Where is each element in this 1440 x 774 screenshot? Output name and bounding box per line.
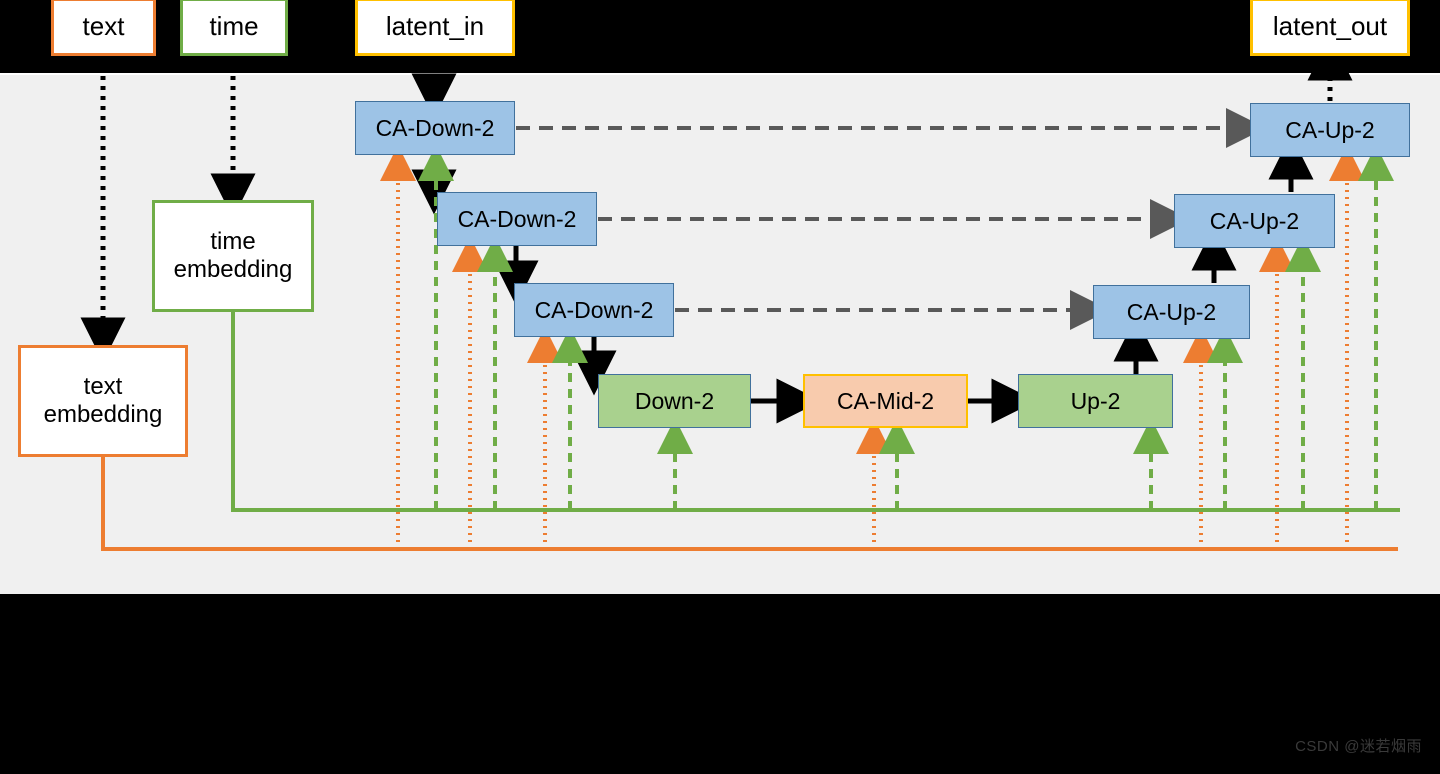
block-down-2[interactable]: Down-2 (598, 374, 751, 428)
node-time-embedding[interactable]: time embedding (152, 200, 314, 312)
io-node-time[interactable]: time (180, 0, 288, 56)
io-node-text-label: text (82, 11, 125, 42)
node-text-embedding[interactable]: text embedding (18, 345, 188, 457)
block-ca-up-2-2[interactable]: CA-Up-2 (1174, 194, 1335, 248)
watermark: CSDN @迷若烟雨 (1295, 738, 1422, 755)
block-up-2[interactable]: Up-2 (1018, 374, 1173, 428)
io-node-latent-out-label: latent_out (1272, 11, 1388, 42)
io-node-time-label: time (209, 11, 259, 42)
node-time-embedding-line1: time (210, 228, 256, 256)
io-node-latent-in[interactable]: latent_in (355, 0, 515, 56)
block-ca-up-2-1[interactable]: CA-Up-2 (1250, 103, 1410, 157)
io-node-latent-out[interactable]: latent_out (1250, 0, 1410, 56)
top-divider (0, 73, 1440, 75)
node-text-embedding-line2: embedding (43, 401, 163, 428)
io-node-latent-in-label: latent_in (385, 11, 485, 42)
block-ca-up-2-1-label: CA-Up-2 (1285, 116, 1375, 143)
block-ca-down-2-1[interactable]: CA-Down-2 (355, 101, 515, 155)
block-ca-up-2-3[interactable]: CA-Up-2 (1093, 285, 1250, 339)
block-ca-down-2-2-label: CA-Down-2 (457, 205, 577, 232)
block-ca-up-2-2-label: CA-Up-2 (1209, 207, 1300, 234)
block-ca-down-2-3-label: CA-Down-2 (534, 296, 654, 323)
node-text-embedding-line1: text (83, 373, 123, 401)
block-ca-mid-2[interactable]: CA-Mid-2 (803, 374, 968, 428)
block-ca-down-2-3[interactable]: CA-Down-2 (514, 283, 674, 337)
node-time-embedding-line2: embedding (173, 256, 293, 283)
block-ca-down-2-2[interactable]: CA-Down-2 (437, 192, 597, 246)
block-down-2-label: Down-2 (634, 387, 715, 414)
block-up-2-label: Up-2 (1070, 387, 1121, 414)
block-ca-down-2-1-label: CA-Down-2 (375, 114, 495, 141)
block-ca-up-2-3-label: CA-Up-2 (1126, 298, 1217, 325)
io-node-text[interactable]: text (51, 0, 156, 56)
block-ca-mid-2-label: CA-Mid-2 (836, 387, 935, 414)
